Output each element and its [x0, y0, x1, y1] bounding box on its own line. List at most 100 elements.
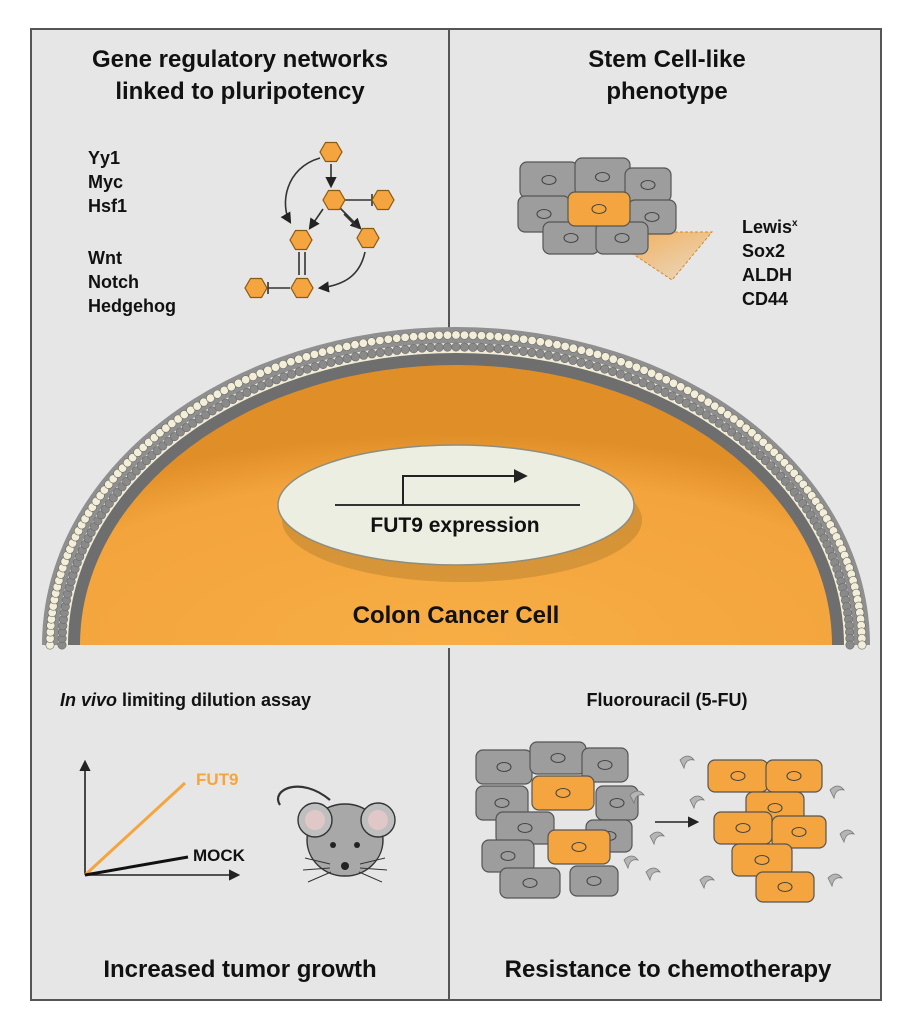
cell-nucleus	[640, 179, 656, 191]
membrane-bead	[510, 345, 520, 355]
membrane-bead	[199, 397, 209, 407]
nucleus	[277, 444, 642, 582]
cell-nucleus	[777, 881, 793, 893]
membrane-bead	[676, 382, 686, 392]
cell-fragment	[645, 867, 661, 882]
membrane-bead	[616, 357, 626, 367]
mock-line	[84, 855, 189, 877]
membrane-bead	[668, 378, 678, 388]
membrane-bead	[741, 423, 751, 433]
membrane-bead	[317, 347, 327, 357]
membrane-bead	[552, 352, 562, 362]
factor-item: Hedgehog	[88, 296, 176, 316]
marker-item-lewis: Lewisx	[742, 217, 798, 237]
chemo-cell-groups	[475, 741, 855, 903]
fut9-line	[83, 781, 187, 877]
membrane-bead	[576, 357, 586, 367]
membrane-bead	[392, 345, 402, 355]
membrane-bead	[167, 418, 177, 428]
network-node	[244, 277, 268, 299]
membrane-bead	[727, 427, 737, 437]
membrane-bead	[485, 343, 495, 353]
cell-nucleus	[563, 232, 579, 244]
cell-fragment	[649, 831, 665, 846]
network-node	[290, 277, 314, 299]
membrane-bead	[241, 375, 251, 385]
membrane-bead	[271, 375, 281, 385]
cell-nucleus	[591, 203, 607, 215]
membrane-bead	[400, 332, 410, 342]
cell-nucleus	[550, 752, 566, 764]
membrane-bead	[326, 357, 336, 367]
membrane-bead	[287, 369, 297, 379]
membrane-bead	[350, 340, 360, 350]
cell-nucleus	[735, 822, 751, 834]
factor-list-2: Wnt Notch Hedgehog	[88, 246, 176, 318]
cell-nucleus	[594, 171, 611, 183]
factor-item: Wnt	[88, 248, 122, 268]
membrane-bead	[158, 441, 168, 451]
drug-label: Fluorouracil (5-FU)	[586, 690, 748, 710]
membrane-bead	[695, 406, 705, 416]
membrane-bead	[334, 355, 344, 365]
membrane-bead	[708, 414, 718, 424]
cell-nucleus	[767, 802, 783, 814]
membrane-bead	[631, 375, 641, 385]
gray-cell	[581, 747, 629, 783]
membrane-bead	[608, 367, 618, 377]
gray-cell	[595, 785, 639, 821]
cell-fragment	[699, 875, 715, 890]
cell-nucleus	[730, 770, 746, 782]
membrane-bead	[535, 337, 545, 347]
membrane-bead	[221, 398, 231, 408]
membrane-bead	[544, 338, 554, 348]
membrane-bead	[278, 359, 288, 369]
gray-cell	[475, 749, 533, 785]
membrane-bead	[201, 410, 211, 420]
membrane-bead	[527, 348, 537, 358]
membrane-bead	[350, 352, 360, 362]
membrane-bead	[502, 344, 512, 354]
membrane-bead	[624, 359, 634, 369]
membrane-bead	[584, 347, 594, 357]
membrane-bead	[710, 401, 720, 411]
membrane-bead	[518, 346, 528, 356]
gray-cell	[574, 157, 631, 197]
mouse-tail	[277, 785, 331, 806]
fut9-line-label: FUT9	[196, 770, 239, 789]
membrane-bead	[409, 344, 419, 354]
cell-fragment	[679, 755, 695, 770]
membrane-bead	[294, 367, 304, 377]
membrane-bead	[358, 338, 368, 348]
membrane-bead	[359, 350, 369, 360]
membrane-bead	[560, 341, 570, 351]
membrane-bead	[179, 410, 189, 420]
cell-nucleus	[791, 826, 807, 838]
orange-cell	[713, 811, 773, 845]
membrane-bead	[451, 342, 461, 352]
membrane-bead	[186, 405, 196, 415]
membrane-bead	[485, 331, 495, 341]
membrane-bead	[729, 414, 739, 424]
membrane-bead	[318, 359, 328, 369]
membrane-bead	[417, 343, 427, 353]
membrane-bead	[434, 342, 444, 352]
membrane-bead	[417, 331, 427, 341]
membrane-bead	[468, 330, 478, 340]
membrane-bead	[459, 330, 469, 340]
membrane-bead	[568, 343, 578, 353]
membrane-bead	[434, 330, 444, 340]
membrane-bead	[683, 385, 693, 395]
membrane-bead	[459, 342, 469, 352]
membrane-bead	[173, 414, 183, 424]
membrane-bead	[476, 331, 486, 341]
cell-nucleus	[644, 211, 660, 223]
membrane-bead	[857, 640, 867, 650]
membrane-bead	[576, 345, 586, 355]
membrane-bead	[294, 354, 304, 364]
mouse-icon	[277, 785, 396, 883]
membrane-bead	[182, 423, 192, 433]
membrane-bead	[647, 368, 657, 378]
membrane-bead	[674, 394, 684, 404]
